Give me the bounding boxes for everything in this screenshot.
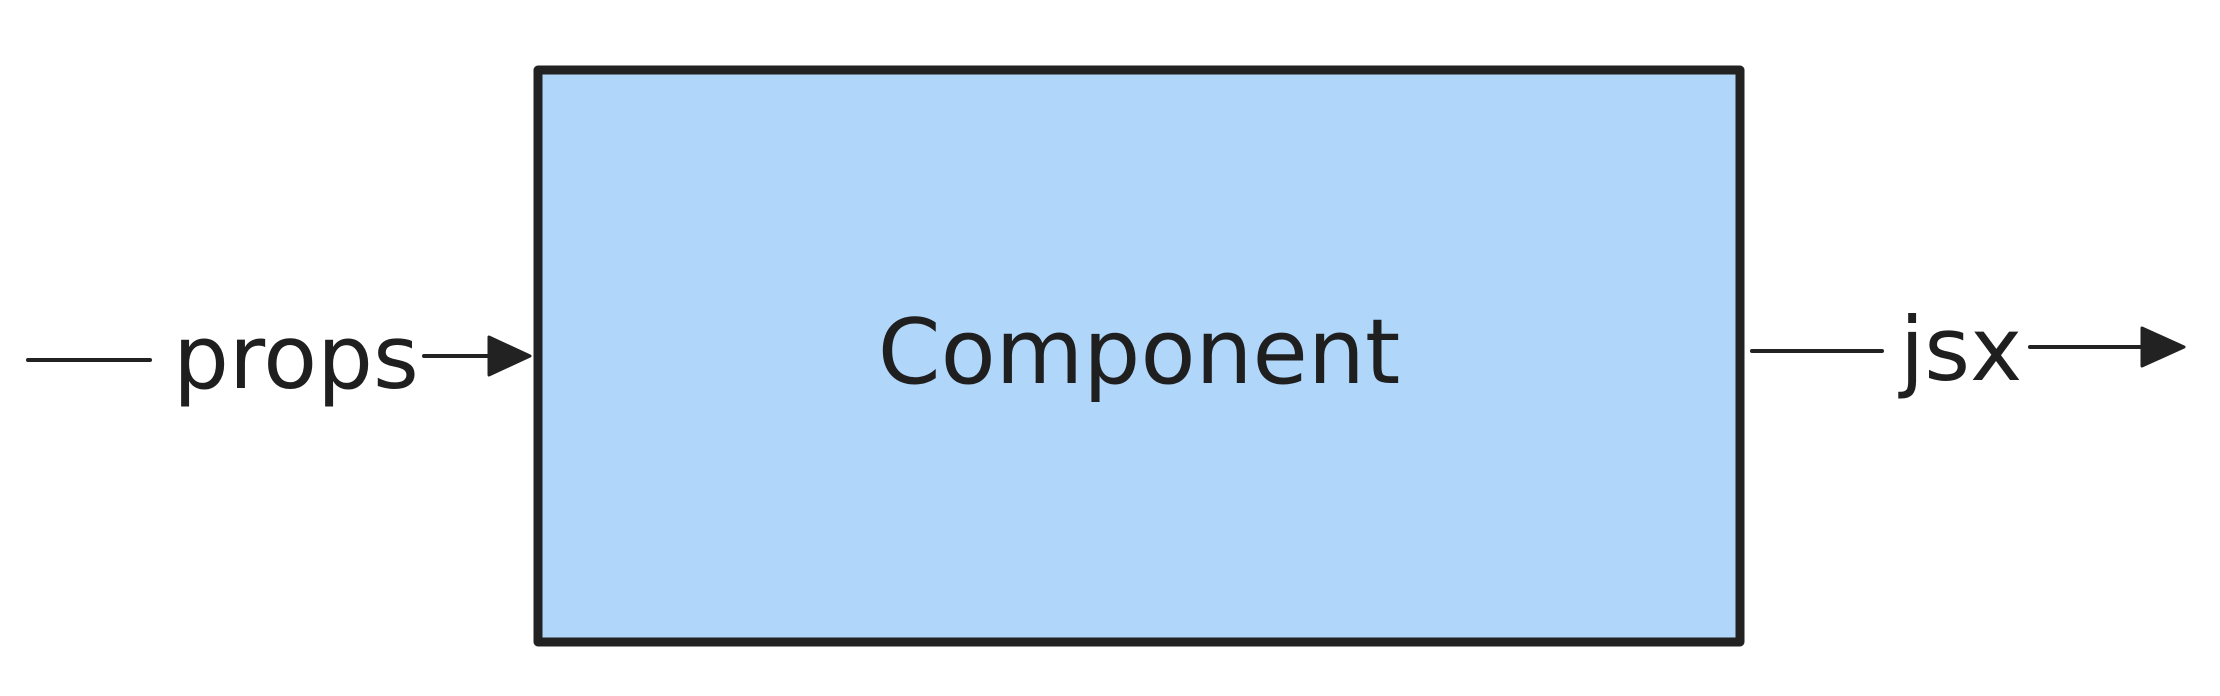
output-arrowhead <box>2140 326 2186 368</box>
component-label: Component <box>878 300 1401 405</box>
component-box <box>533 65 1745 647</box>
input-label: props <box>173 306 419 409</box>
input-arrowhead <box>487 335 532 377</box>
output-label: jsx <box>1898 298 2022 401</box>
